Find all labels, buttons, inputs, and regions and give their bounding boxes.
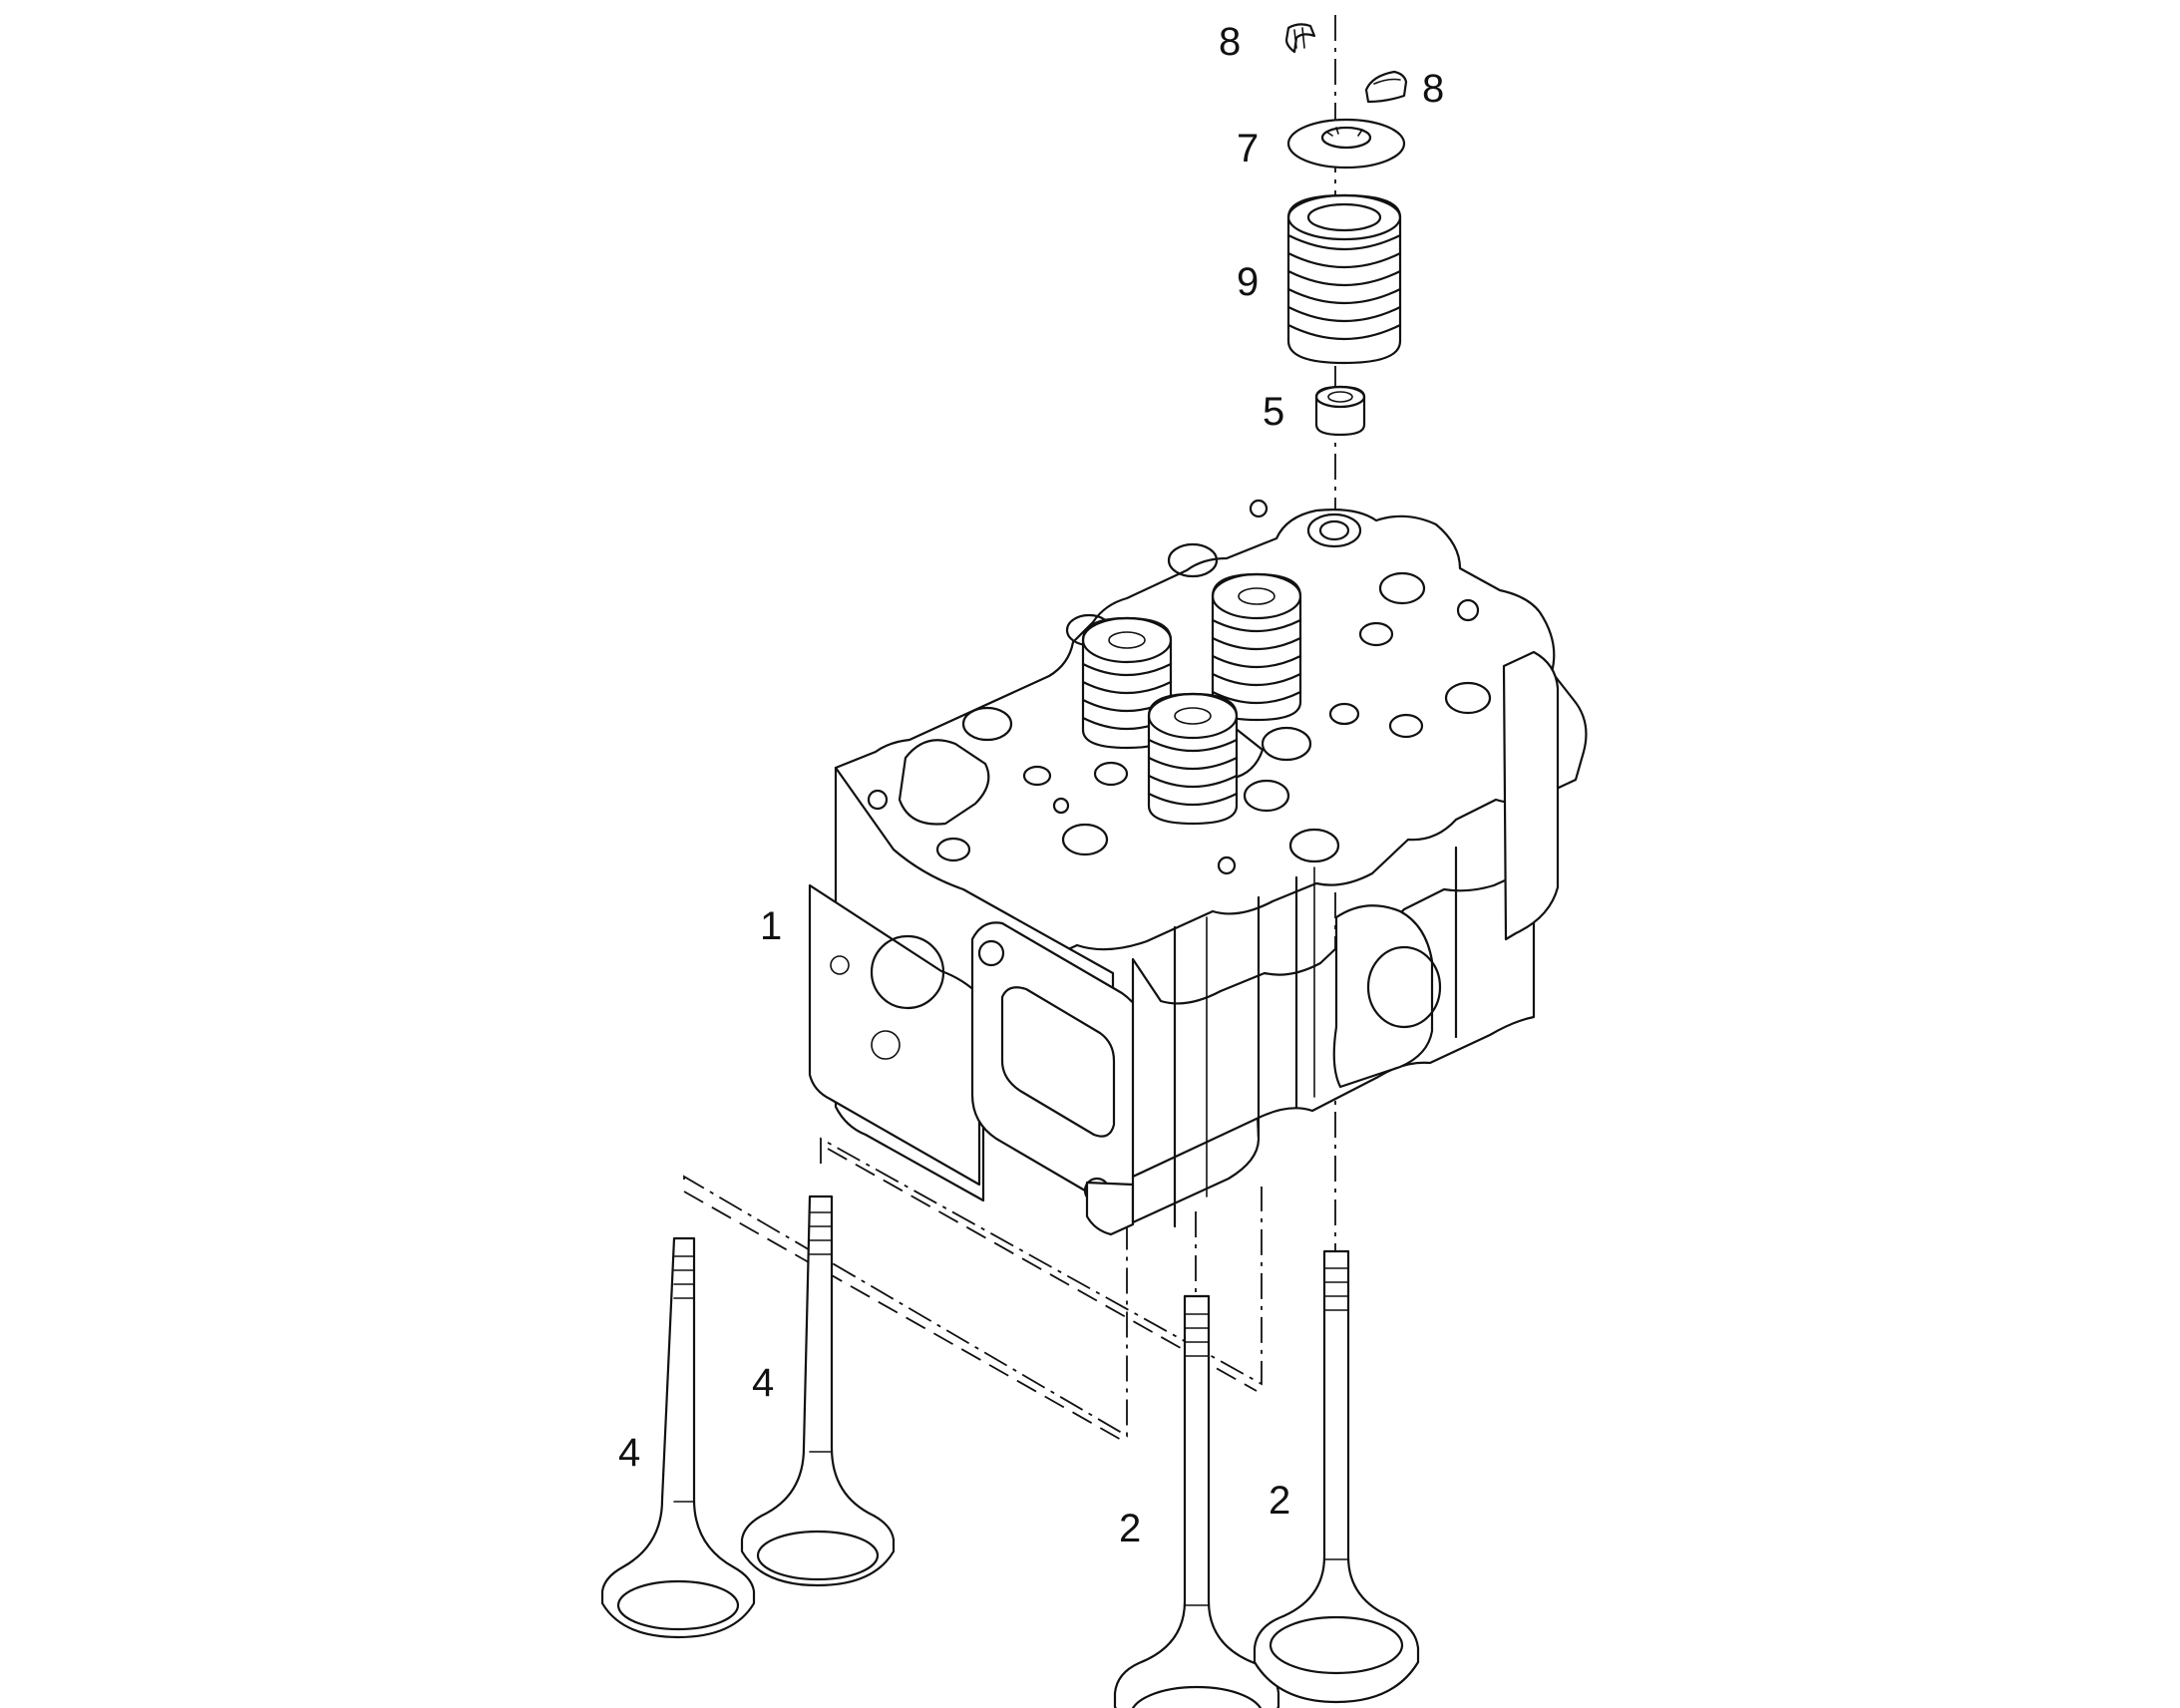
exhaust-valve-b-path — [820, 1137, 1263, 1386]
callout-spring-seat: 7 — [1237, 127, 1259, 171]
callout-exhaust-valve-a: 4 — [618, 1431, 640, 1475]
callout-valve-spring: 9 — [1237, 260, 1259, 304]
installed-spring-front — [1147, 692, 1239, 826]
callout-exhaust-valve-b: 4 — [752, 1361, 774, 1405]
spring-seat-washer — [1286, 118, 1406, 170]
callout-intake-valve-b: 2 — [1269, 1479, 1290, 1523]
hidden-line-b — [827, 1148, 1258, 1392]
callout-intake-valve-a: 2 — [1119, 1507, 1141, 1550]
callout-stem-seal: 5 — [1263, 390, 1284, 434]
exhaust-valve-a-path — [683, 1175, 1128, 1438]
cylinder-head — [808, 499, 1588, 1236]
intake-valve-a — [1113, 1294, 1280, 1708]
callout-cylinder-head: 1 — [760, 904, 782, 948]
valve-retainer-lower — [1364, 70, 1408, 104]
valve-stem-seal — [1314, 385, 1366, 437]
intake-valve-b — [1253, 1249, 1420, 1704]
exhaust-valve-b — [740, 1195, 896, 1587]
callout-retainer-upper: 8 — [1219, 20, 1241, 64]
exhaust-valve-a — [600, 1236, 756, 1639]
callout-retainer-lower: 8 — [1422, 67, 1444, 111]
valve-retainer-upper — [1284, 23, 1316, 54]
callout-labels: 8 8 7 9 5 1 4 4 2 2 — [618, 20, 1444, 1550]
valve-spring — [1286, 193, 1402, 365]
installed-spring-rear-right — [1211, 572, 1302, 722]
hidden-line-a — [683, 1191, 1124, 1442]
